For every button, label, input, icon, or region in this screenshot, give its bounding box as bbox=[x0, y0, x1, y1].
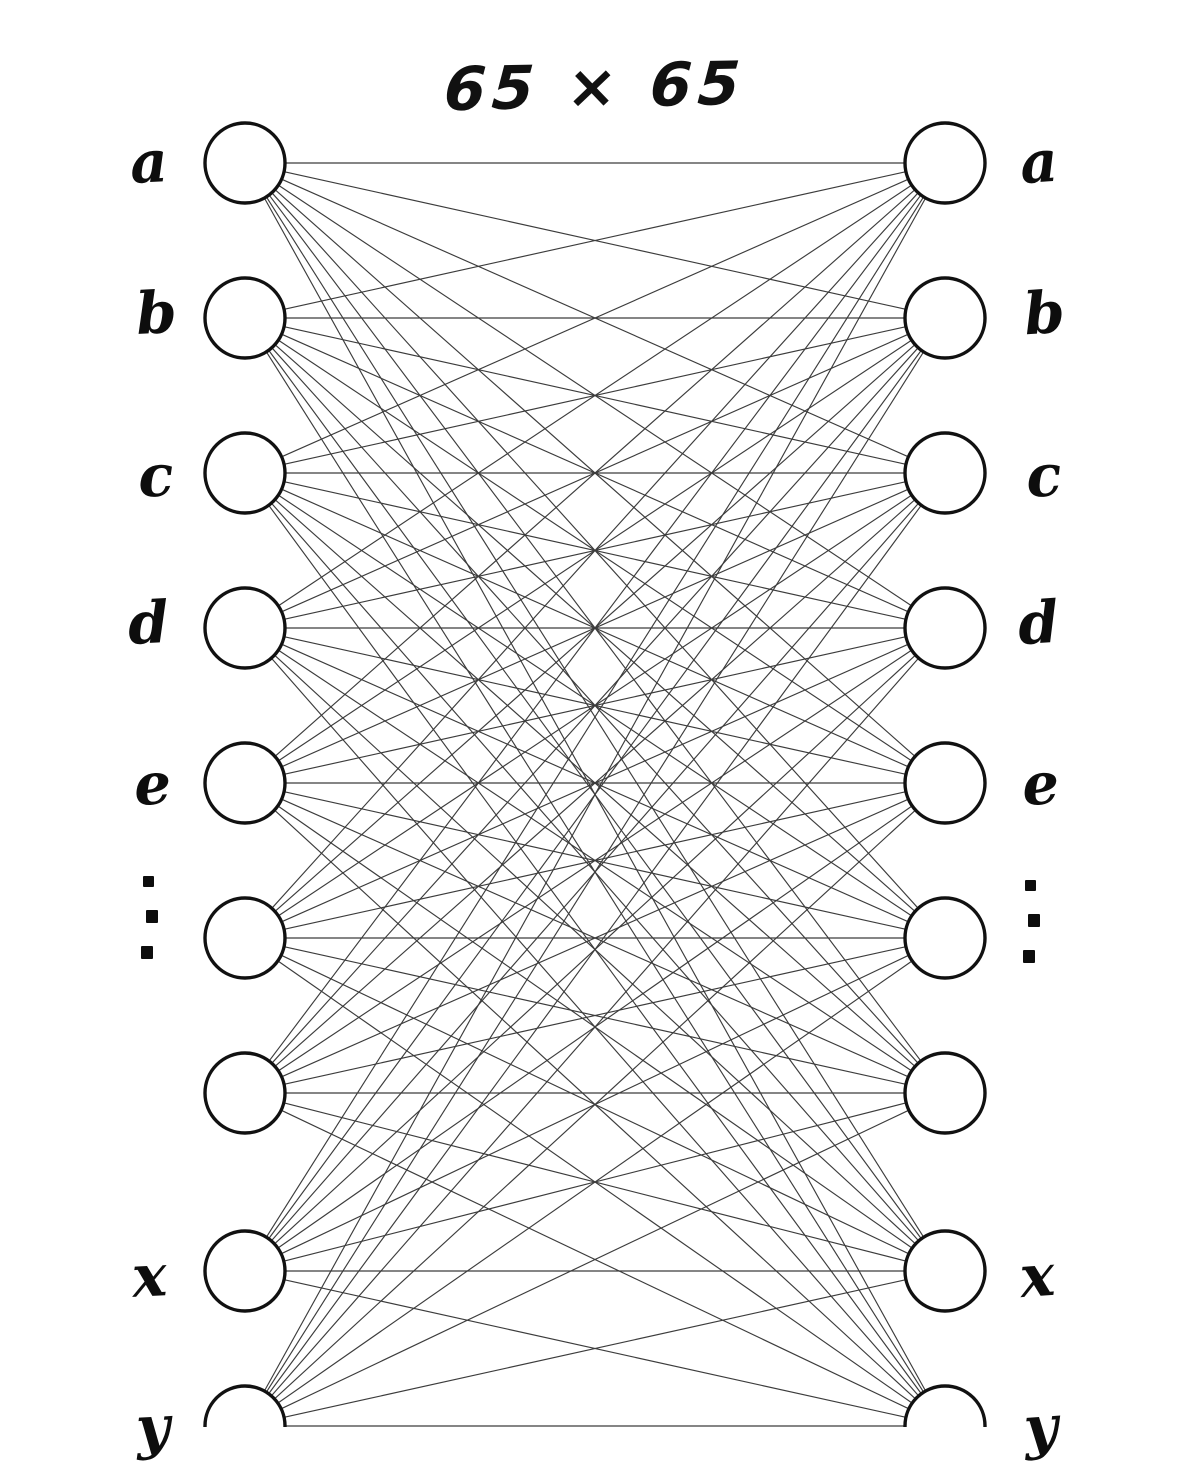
node-circle-right-3[interactable] bbox=[903, 586, 987, 670]
edge bbox=[283, 946, 907, 1085]
edge bbox=[268, 504, 922, 1395]
node-label-left-b: b bbox=[134, 277, 179, 349]
edge bbox=[277, 960, 913, 1404]
edge bbox=[281, 798, 909, 1078]
edge bbox=[265, 351, 925, 1393]
node-circle-left-8[interactable] bbox=[203, 1384, 287, 1427]
edge bbox=[268, 194, 922, 1062]
node-circle-left-2[interactable] bbox=[203, 431, 287, 515]
edge bbox=[263, 197, 927, 1392]
edge bbox=[274, 189, 916, 757]
edge bbox=[281, 178, 909, 458]
node-label-right-d: d bbox=[1015, 587, 1061, 659]
node-label-left-e: e bbox=[132, 749, 173, 819]
edge bbox=[270, 657, 920, 1397]
node-circle-left-4[interactable] bbox=[203, 741, 287, 825]
node-label-right-e: e bbox=[1019, 748, 1062, 820]
node-circle-left-5[interactable] bbox=[203, 896, 287, 980]
node-circle-right-6[interactable] bbox=[903, 1051, 987, 1135]
edge bbox=[265, 196, 925, 1238]
node-label-right-a: a bbox=[1017, 126, 1060, 198]
node-circle-left-0[interactable] bbox=[203, 121, 287, 205]
node-circle-right-2[interactable] bbox=[903, 431, 987, 515]
node-label-right-y: y bbox=[1021, 1391, 1061, 1462]
node-label-left-x: x bbox=[130, 1241, 169, 1311]
left-node-group bbox=[203, 121, 287, 1427]
edge bbox=[274, 499, 916, 1067]
edge bbox=[274, 809, 916, 1400]
edge bbox=[271, 347, 919, 1064]
node-label-right-c: c bbox=[1023, 440, 1064, 512]
node-circle-right-5[interactable] bbox=[903, 896, 987, 980]
node-circle-left-3[interactable] bbox=[203, 586, 287, 670]
vertical-ellipsis-icon-left bbox=[140, 876, 166, 959]
network-graph bbox=[203, 121, 987, 1427]
edge bbox=[283, 1279, 907, 1418]
node-circle-right-7[interactable] bbox=[903, 1229, 987, 1313]
node-circle-right-8[interactable] bbox=[903, 1384, 987, 1427]
node-circle-right-4[interactable] bbox=[903, 741, 987, 825]
node-circle-right-1[interactable] bbox=[903, 276, 987, 360]
edge bbox=[278, 184, 912, 607]
edge bbox=[280, 1109, 910, 1410]
right-node-group bbox=[903, 121, 987, 1427]
edge-group bbox=[263, 162, 927, 1427]
node-label-left-c: c bbox=[136, 441, 176, 511]
edge bbox=[278, 649, 912, 1072]
edge bbox=[283, 171, 907, 310]
node-circle-left-1[interactable] bbox=[203, 276, 287, 360]
edge bbox=[271, 192, 919, 909]
node-label-right-x: x bbox=[1017, 1240, 1057, 1312]
node-label-left-d: d bbox=[126, 587, 171, 659]
node-circle-left-6[interactable] bbox=[203, 1051, 287, 1135]
vertical-ellipsis-icon-right bbox=[1022, 880, 1048, 963]
node-circle-right-0[interactable] bbox=[903, 121, 987, 205]
node-label-left-y: y bbox=[134, 1392, 172, 1462]
node-label-left-a: a bbox=[128, 127, 170, 197]
node-circle-left-7[interactable] bbox=[203, 1229, 287, 1313]
node-label-right-b: b bbox=[1021, 277, 1067, 349]
